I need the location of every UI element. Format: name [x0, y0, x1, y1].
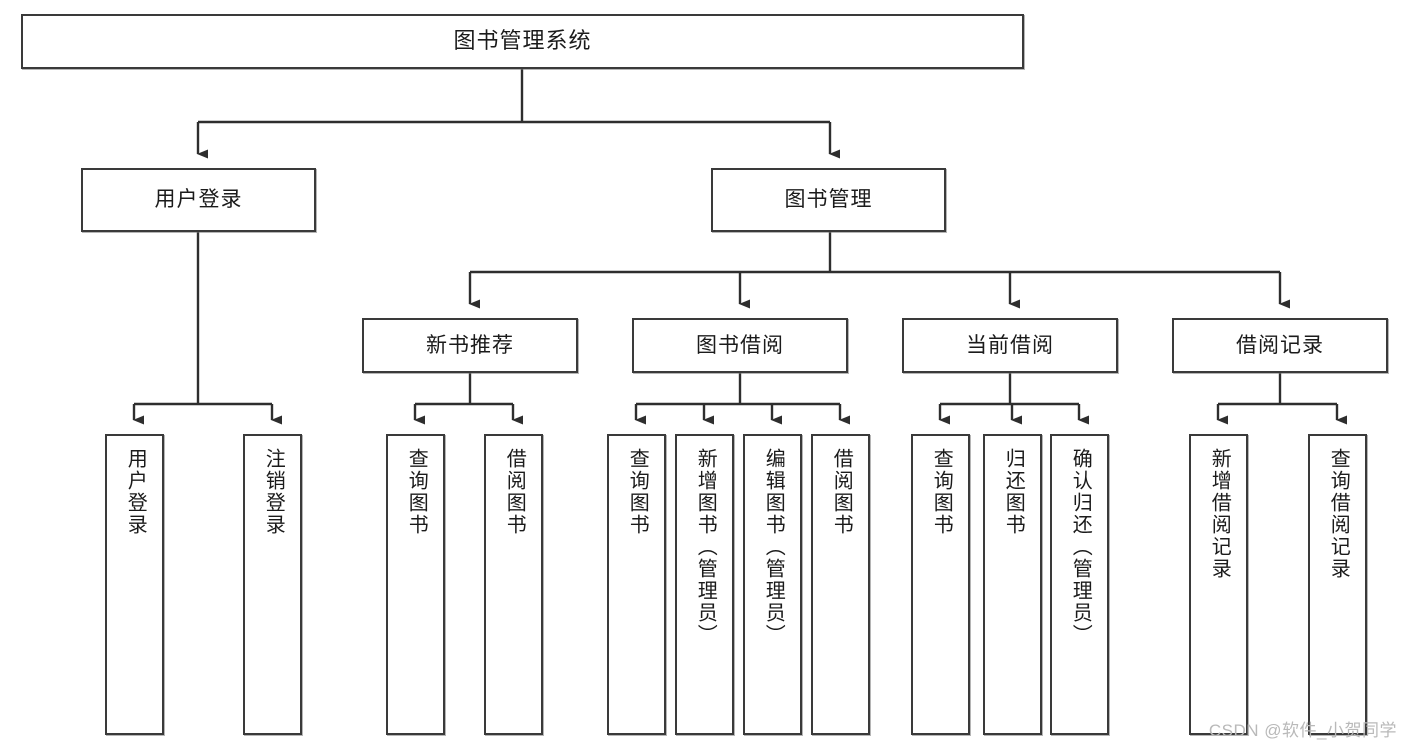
node-label: 注销登录: [262, 448, 285, 536]
node-leaf-logout-login[interactable]: 注销登录: [243, 434, 302, 735]
node-leaf-query-book-2[interactable]: 查询图书: [607, 434, 666, 735]
node-label: 查询图书: [405, 448, 428, 536]
node-book-borrow[interactable]: 图书借阅: [632, 318, 848, 373]
node-label: 确认归还（管理员）: [1069, 448, 1092, 646]
node-leaf-query-book-1[interactable]: 查询图书: [386, 434, 445, 735]
node-book-manage[interactable]: 图书管理: [711, 168, 946, 232]
node-leaf-borrow-book-2[interactable]: 借阅图书: [811, 434, 870, 735]
node-label: 新增图书（管理员）: [694, 448, 717, 646]
node-label: 借阅记录: [1236, 333, 1324, 357]
node-label: 用户登录: [154, 188, 243, 212]
node-label: 图书借阅: [696, 333, 784, 357]
node-leaf-query-book-3[interactable]: 查询图书: [911, 434, 970, 735]
node-label: 查询图书: [626, 448, 649, 536]
node-label: 借阅图书: [503, 448, 526, 536]
node-user-login[interactable]: 用户登录: [81, 168, 316, 232]
node-new-book-recommend[interactable]: 新书推荐: [362, 318, 578, 373]
node-label: 新增借阅记录: [1208, 448, 1231, 580]
node-label: 归还图书: [1002, 448, 1025, 536]
node-label: 查询借阅记录: [1327, 448, 1350, 580]
node-leaf-borrow-book-1[interactable]: 借阅图书: [484, 434, 543, 735]
node-leaf-return-book[interactable]: 归还图书: [983, 434, 1042, 735]
node-root-system[interactable]: 图书管理系统: [21, 14, 1024, 69]
node-leaf-user-login[interactable]: 用户登录: [105, 434, 164, 735]
node-label: 编辑图书（管理员）: [762, 448, 785, 646]
watermark-text: CSDN @软件_小贺同学: [1208, 721, 1397, 740]
node-leaf-add-record[interactable]: 新增借阅记录: [1189, 434, 1248, 735]
node-leaf-edit-book[interactable]: 编辑图书（管理员）: [743, 434, 802, 735]
node-label: 借阅图书: [830, 448, 853, 536]
node-current-borrow[interactable]: 当前借阅: [902, 318, 1118, 373]
node-leaf-query-record[interactable]: 查询借阅记录: [1308, 434, 1367, 735]
node-leaf-confirm-return[interactable]: 确认归还（管理员）: [1050, 434, 1109, 735]
node-label: 新书推荐: [426, 333, 514, 357]
node-label: 查询图书: [930, 448, 953, 536]
node-label: 用户登录: [124, 448, 147, 536]
node-leaf-add-book[interactable]: 新增图书（管理员）: [675, 434, 734, 735]
node-label: 当前借阅: [966, 333, 1054, 357]
node-borrow-record[interactable]: 借阅记录: [1172, 318, 1388, 373]
node-label: 图书管理: [784, 188, 873, 212]
node-label: 图书管理系统: [453, 28, 592, 54]
